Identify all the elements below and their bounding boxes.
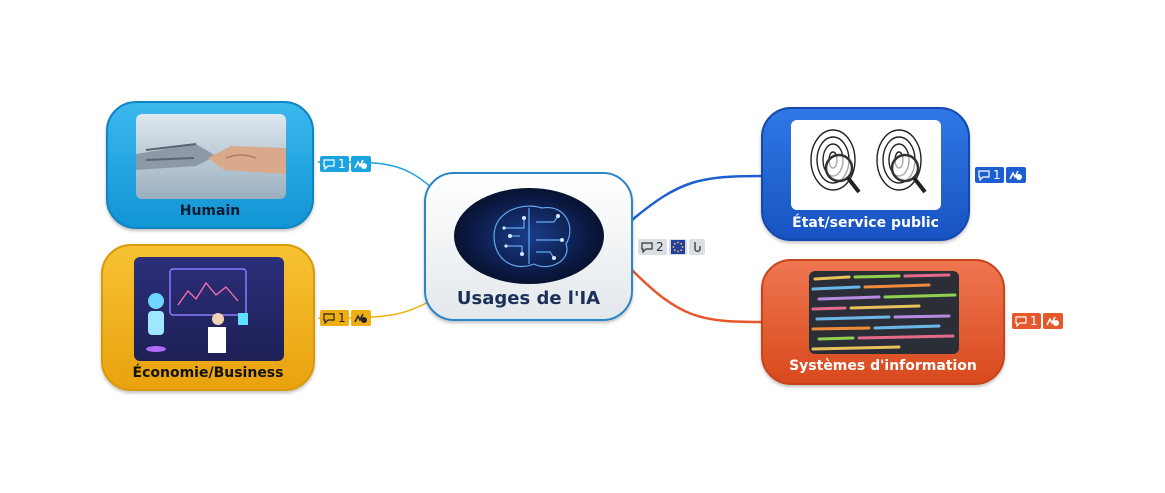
ai-brain-image (454, 188, 604, 284)
topic-systemes[interactable]: Systèmes d'information (761, 259, 1005, 385)
note-icon (323, 158, 335, 170)
topic-economie-label: Économie/Business (132, 365, 284, 381)
note-icon (1015, 315, 1027, 327)
note-badge-central[interactable]: 2 (638, 239, 667, 255)
eu-flag-badge[interactable] (668, 239, 687, 255)
resource-icon (353, 159, 367, 169)
link-etat (631, 174, 763, 221)
topic-systemes-label: Systèmes d'information (789, 358, 977, 374)
note-count: 1 (1030, 314, 1038, 328)
economie-badges: 1 (320, 310, 371, 326)
resource-icon (353, 313, 367, 323)
eu-flag-icon (670, 240, 685, 254)
resource-badge-economie[interactable] (350, 310, 371, 326)
topic-etat-label: État/service public (792, 215, 939, 231)
note-count: 1 (338, 311, 346, 325)
note-badge-economie[interactable]: 1 (320, 310, 349, 326)
resource-icon (1008, 170, 1022, 180)
fingerprint-image (791, 120, 941, 210)
note-badge-etat[interactable]: 1 (975, 167, 1004, 183)
note-badge-systemes[interactable]: 1 (1012, 313, 1041, 329)
central-topic[interactable]: Usages de l'IA (424, 172, 633, 321)
topic-humain-label: Humain (179, 203, 241, 219)
resource-badge-systemes[interactable] (1042, 313, 1063, 329)
topic-etat[interactable]: État/service public (761, 107, 970, 241)
humain-badges: 1 (320, 156, 371, 172)
note-count: 1 (993, 168, 1001, 182)
link-icon (693, 242, 701, 252)
link-badge[interactable] (688, 239, 705, 255)
link-systemes (631, 269, 763, 324)
resource-badge-humain[interactable] (350, 156, 371, 172)
business-ai-image (134, 257, 284, 361)
etat-badges: 1 (975, 167, 1026, 183)
resource-badge-etat[interactable] (1005, 167, 1026, 183)
note-badge-humain[interactable]: 1 (320, 156, 349, 172)
systemes-badges: 1 (1012, 313, 1063, 329)
central-badges: 2 (638, 239, 705, 255)
topic-humain[interactable]: Humain (106, 101, 314, 229)
note-icon (978, 169, 990, 181)
note-icon (323, 312, 335, 324)
code-image (809, 271, 959, 354)
note-count: 1 (338, 157, 346, 171)
note-icon (641, 241, 653, 253)
central-topic-label: Usages de l'IA (456, 288, 601, 309)
resource-icon (1045, 316, 1059, 326)
topic-economie[interactable]: Économie/Business (101, 244, 315, 391)
note-count: 2 (656, 240, 664, 254)
handshake-image (136, 114, 286, 199)
